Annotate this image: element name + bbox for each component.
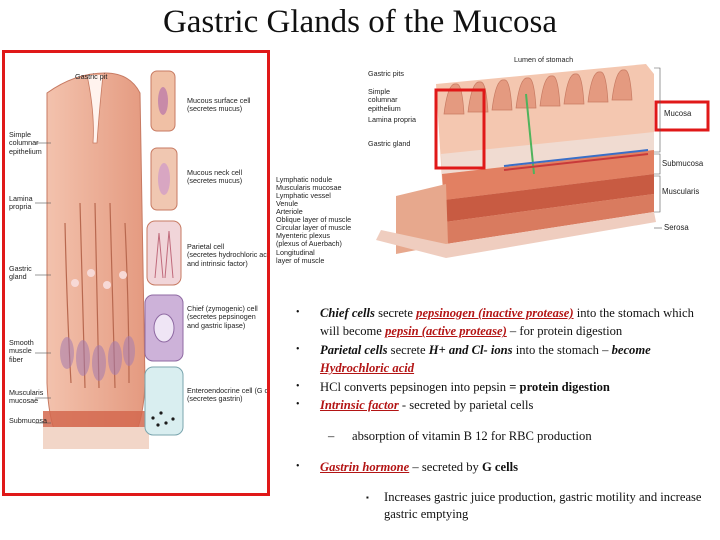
label-muscularis: Muscularis bbox=[662, 188, 699, 196]
term-chief-cells: Chief cells bbox=[320, 306, 375, 320]
label-mucous-surface-cell: Mucous surface cell (secretes mucus) bbox=[187, 97, 251, 114]
text-fragment: - secreted by parietal cells bbox=[399, 398, 534, 412]
label-lamina-propria-right: Lamina propria bbox=[368, 116, 416, 124]
gastric-gland-figure: Gastric pit Simple columnar epithelium L… bbox=[2, 50, 270, 496]
label-gastric-pit: Gastric pit bbox=[75, 73, 107, 81]
term-ions: H+ and Cl- ions bbox=[429, 343, 513, 357]
bullet-gastrin: Gastrin hormone – secreted by G cells bbox=[296, 458, 706, 476]
label-chief-cell: Chief (zymogenic) cell (secretes pepsino… bbox=[187, 305, 258, 330]
label-gastric-pits: Gastric pits bbox=[368, 70, 404, 78]
term-gastrin-hormone: Gastrin hormone bbox=[320, 460, 409, 474]
page-title: Gastric Glands of the Mucosa bbox=[0, 4, 720, 41]
bullet-intrinsic-factor: Intrinsic factor - secreted by parietal … bbox=[296, 396, 706, 414]
sub-bullet-gastrin-effects: Increases gastric juice production, gast… bbox=[296, 489, 706, 523]
stomach-wall-figure: Lumen of stomach Gastric pits Simple col… bbox=[276, 54, 716, 266]
label-smooth-muscle-fiber: Smooth muscle fiber bbox=[9, 339, 34, 364]
bullet-parietal-cells: Parietal cells secrete H+ and Cl- ions i… bbox=[296, 341, 706, 378]
label-lumen-of-stomach: Lumen of stomach bbox=[514, 56, 573, 64]
text-fragment: become bbox=[612, 343, 651, 357]
label-longitudinal-muscle: Longitudinal layer of muscle bbox=[276, 249, 324, 266]
label-enteroendocrine-cell: Enteroendocrine cell (G cell) (secretes … bbox=[187, 387, 270, 404]
text-fragment: into the stomach – bbox=[513, 343, 612, 357]
label-simple-columnar-epithelium-right: Simple columnar epithelium bbox=[368, 88, 401, 113]
label-parietal-cell: Parietal cell (secretes hydrochloric aci… bbox=[187, 243, 270, 268]
text-fragment: – for protein digestion bbox=[507, 324, 622, 338]
term-pepsin: pepsin (active protease) bbox=[385, 324, 507, 338]
label-submucosa: Submucosa bbox=[9, 417, 47, 425]
sub-bullet-vitamin-b12: absorption of vitamin B 12 for RBC produ… bbox=[296, 427, 706, 445]
text-fragment: – secreted by bbox=[409, 460, 482, 474]
term-hydrochloric-acid: Hydrochloric acid bbox=[320, 361, 414, 375]
term-intrinsic-factor: Intrinsic factor bbox=[320, 398, 399, 412]
term-parietal-cells: Parietal cells bbox=[320, 343, 388, 357]
label-serosa: Serosa bbox=[664, 224, 689, 232]
gastric-gland-illustration bbox=[5, 53, 267, 493]
text-fragment: HCl converts pepsinogen into pepsin bbox=[320, 380, 509, 394]
label-gastric-gland-right: Gastric gland bbox=[368, 140, 410, 148]
label-simple-columnar-epithelium: Simple columnar epithelium bbox=[9, 131, 42, 156]
text-fragment: secrete bbox=[388, 343, 429, 357]
label-myenteric-plexus: Myenteric plexus (plexus of Auerbach) bbox=[276, 232, 342, 249]
label-mucous-neck-cell: Mucous neck cell (secretes mucus) bbox=[187, 169, 242, 186]
label-mucosa: Mucosa bbox=[664, 110, 691, 118]
label-gastric-gland: Gastric gland bbox=[9, 265, 32, 282]
term-protein-digestion: = protein digestion bbox=[509, 380, 610, 394]
label-muscularis-mucosae: Muscularis mucosae bbox=[9, 389, 43, 406]
text-fragment: secrete bbox=[375, 306, 416, 320]
label-lamina-propria: Lamina propria bbox=[9, 195, 33, 212]
term-g-cells: G cells bbox=[482, 460, 518, 474]
bullet-list: Chief cells secrete pepsinogen (inactive… bbox=[296, 304, 706, 536]
bullet-chief-cells: Chief cells secrete pepsinogen (inactive… bbox=[296, 304, 706, 341]
bullet-hcl: HCl converts pepsinogen into pepsin = pr… bbox=[296, 378, 706, 396]
term-pepsinogen: pepsinogen (inactive protease) bbox=[416, 306, 573, 320]
label-submucosa-right: Submucosa bbox=[662, 160, 703, 168]
stomach-wall-illustration bbox=[276, 54, 716, 266]
